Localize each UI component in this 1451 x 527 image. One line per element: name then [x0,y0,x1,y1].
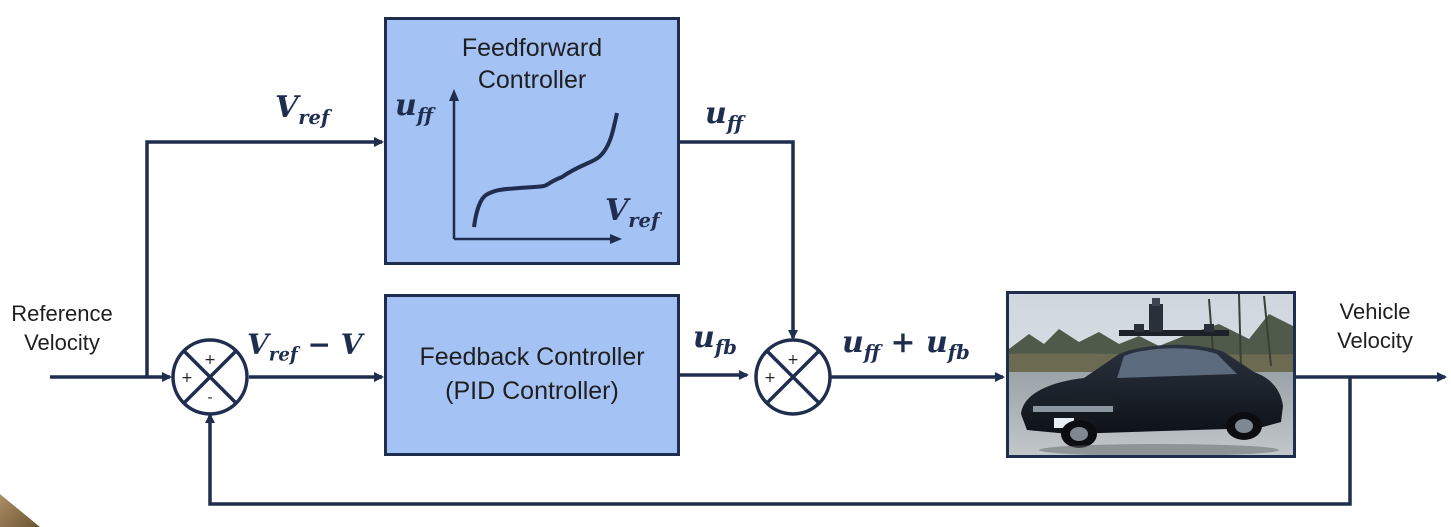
wire-uff-to-summer [679,140,798,340]
inset-y-axis-label: uff [395,88,433,127]
inset-x-axis-label: Vref [605,193,660,232]
left-summing-junction: + + - [171,338,249,416]
control-sum-label: uff + ufb [842,325,970,364]
vehicle-velocity-label: Vehicle Velocity [1322,297,1428,355]
feedback-controller-block: Feedback Controller (PID Controller) [384,294,680,456]
vehicle-picture [1009,294,1293,455]
feedback-title-1: Feedback Controller [419,343,645,371]
uff-output-label: uff [705,96,743,135]
ufb-output-label: ufb [693,320,737,359]
right-summer-sign-left: + [764,370,776,386]
left-summer-sign-left: + [181,370,193,386]
feedback-title-2: (PID Controller) [445,377,619,405]
feedforward-title-1: Feedforward [461,34,603,62]
feedforward-inset-plot [449,89,622,244]
reference-velocity-label: Reference Velocity [2,299,122,357]
left-summer-sign-top: + [204,352,216,368]
left-summer-sign-bottom: - [207,390,212,406]
feedforward-title-2: Controller [477,66,587,94]
feedforward-controller-block: Feedforward Controller uff Vref [384,17,680,265]
vehicle-image [1006,291,1296,458]
vref-label-top: Vref [275,90,330,129]
reference-velocity-line-1: Reference [11,301,113,326]
vehicle-velocity-line-1: Vehicle [1339,299,1411,324]
vehicle-velocity-line-2: Velocity [1337,328,1413,353]
right-summer-sign-top: + [787,352,799,368]
right-summing-junction: + + [754,338,832,416]
wire-feedback-loop [205,377,1352,506]
reference-velocity-line-2: Velocity [24,330,100,355]
feedforward-curve [472,112,619,228]
wire-branch-to-feedforward [145,137,384,377]
error-label: Vref − V [247,328,363,366]
